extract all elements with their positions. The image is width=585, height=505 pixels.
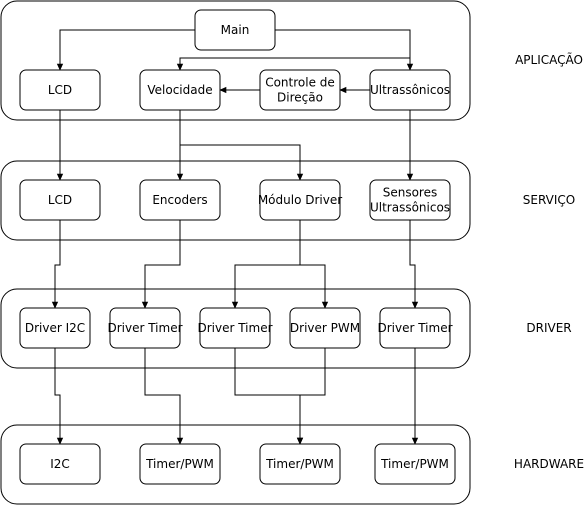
node-main[interactable]: Main <box>194 9 276 51</box>
node-label: Módulo Driver <box>258 193 342 207</box>
node-label: Driver Timer <box>107 321 182 335</box>
node-box[interactable] <box>369 69 451 111</box>
node-label: Driver PWM <box>290 321 360 335</box>
node-driver-i2c[interactable]: Driver I2C <box>19 307 91 349</box>
edge-sensores-to-driver_timer_3 <box>409 220 419 309</box>
node-box[interactable] <box>259 69 341 111</box>
node-label: Driver Timer <box>377 321 452 335</box>
edge-main-to-ultrassonicos_app <box>275 29 414 71</box>
node-ultrassonicos-app[interactable]: Ultrassônicos <box>369 69 451 111</box>
node-driver-pwm[interactable]: Driver PWM <box>289 307 361 349</box>
edge-driver_i2c-to-hw_i2c <box>54 348 64 445</box>
node-hw-timer-pwm-1[interactable]: Timer/PWM <box>139 443 221 485</box>
layer-service-label: SERVIÇO <box>523 193 575 207</box>
node-label: LCD <box>48 193 72 207</box>
node-box[interactable] <box>289 307 361 349</box>
node-label: I2C <box>50 457 70 471</box>
node-label: Driver I2C <box>25 321 85 335</box>
node-lcd-app[interactable]: LCD <box>19 69 101 111</box>
node-box[interactable] <box>194 9 276 51</box>
layer-service-container <box>0 160 471 241</box>
layer-hardware-label: HARDWARE <box>514 457 584 471</box>
layer-app-label: APLICAÇÃO <box>515 52 583 67</box>
node-label: Ultrassônicos <box>370 83 450 97</box>
edge-velocidade-to-modulo_driver <box>179 110 304 181</box>
node-encoders[interactable]: Encoders <box>139 179 221 221</box>
node-box[interactable] <box>139 443 221 485</box>
node-box[interactable] <box>259 179 341 221</box>
node-driver-timer-2[interactable]: Driver Timer <box>197 307 273 349</box>
node-label: Driver Timer <box>197 321 272 335</box>
node-label: Direção <box>277 91 323 105</box>
node-modulo-driver[interactable]: Módulo Driver <box>258 179 342 221</box>
node-box[interactable] <box>374 443 456 485</box>
edge-driver_timer_1-to-hw_timer_pwm_1 <box>144 348 184 445</box>
node-box[interactable] <box>139 179 221 221</box>
edge-encoders-to-driver_timer_1 <box>141 220 181 309</box>
node-box[interactable] <box>139 69 221 111</box>
node-velocidade[interactable]: Velocidade <box>139 69 221 111</box>
node-box[interactable] <box>19 307 91 349</box>
node-label: Sensores <box>383 186 438 200</box>
node-box[interactable] <box>259 443 341 485</box>
node-label: Controle de <box>265 76 335 90</box>
layer-hardware-container <box>0 424 471 505</box>
node-label: Velocidade <box>147 83 212 97</box>
edge-lcd_srv-to-driver_i2c <box>51 220 61 309</box>
edge-ultrassonicos_app-to-velocidade <box>176 57 411 71</box>
node-label: Timer/PWM <box>265 457 334 471</box>
node-box[interactable] <box>369 179 451 221</box>
node-box[interactable] <box>19 179 101 221</box>
node-box[interactable] <box>199 307 271 349</box>
node-driver-timer-1[interactable]: Driver Timer <box>107 307 183 349</box>
node-hw-timer-pwm-3[interactable]: Timer/PWM <box>374 443 456 485</box>
node-label: Timer/PWM <box>145 457 214 471</box>
node-lcd-srv[interactable]: LCD <box>19 179 101 221</box>
layer-driver-label: DRIVER <box>526 321 571 335</box>
edge-main-to-lcd_app <box>56 29 195 71</box>
node-label: Ultrassônicos <box>370 201 450 215</box>
node-box[interactable] <box>19 443 101 485</box>
node-box[interactable] <box>109 307 181 349</box>
node-label: Timer/PWM <box>380 457 449 471</box>
node-label: LCD <box>48 83 72 97</box>
node-label: Main <box>221 23 250 37</box>
node-driver-timer-3[interactable]: Driver Timer <box>377 307 453 349</box>
node-box[interactable] <box>379 307 451 349</box>
node-hw-i2c[interactable]: I2C <box>19 443 101 485</box>
edge-modulo_driver-to-driver_pwm <box>299 220 329 309</box>
edge-driver_pwm-to-hw_timer_pwm_2 <box>296 348 326 445</box>
node-label: Encoders <box>152 193 207 207</box>
node-box[interactable] <box>19 69 101 111</box>
node-hw-timer-pwm-2[interactable]: Timer/PWM <box>259 443 341 485</box>
